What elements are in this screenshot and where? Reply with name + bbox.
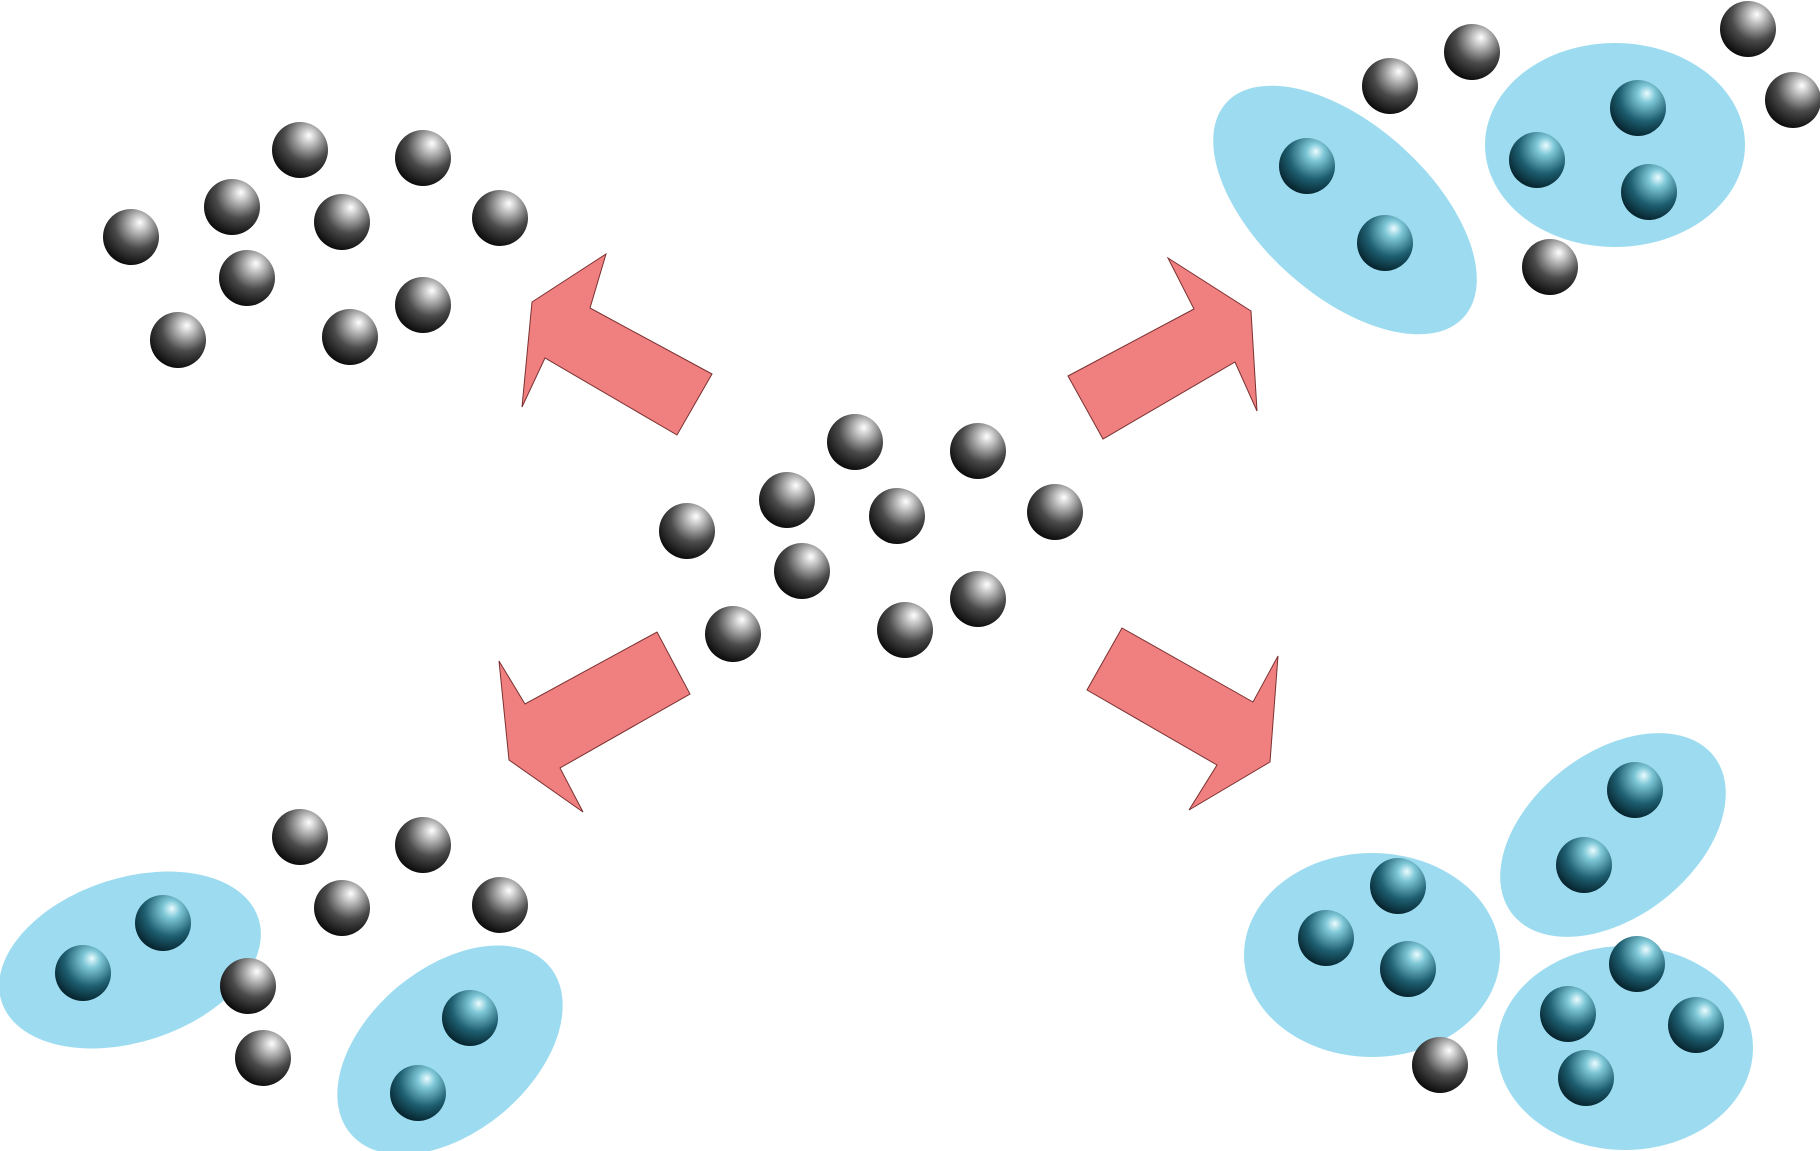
particle [869,488,925,544]
arrow-shape [1086,627,1279,811]
arrow-to-bottom-right [1086,627,1279,811]
grouped-particle [1610,80,1666,136]
particle [950,423,1006,479]
arrow-shape [521,252,713,436]
cluster-2 [1500,733,1726,937]
particle [272,122,328,178]
cluster-3 [1244,853,1500,1057]
grouped-particle [1380,941,1436,997]
particles-top-left [103,122,528,368]
grouped-particle [1668,997,1724,1053]
particle [395,130,451,186]
grouped-particle [1558,1050,1614,1106]
grouped-particle [1370,858,1426,914]
grouped-particle [1540,986,1596,1042]
particle [950,571,1006,627]
particle [272,809,328,865]
grouped-particle [1298,910,1354,966]
grouped-particle [442,990,498,1046]
particle [1362,58,1418,114]
particle [322,309,378,365]
particle [759,472,815,528]
grouped-particle [1609,936,1665,992]
particle [1720,1,1776,57]
grouped-particle [1556,837,1612,893]
cluster-3 [1485,43,1745,247]
particle [1027,484,1083,540]
grouped-particle [55,945,111,1001]
particle [314,194,370,250]
particle [1412,1037,1468,1093]
grouped-particle [1509,132,1565,188]
particles-top-right [1279,1,1820,295]
particle [395,817,451,873]
grouped-particle [1279,138,1335,194]
arrow-shape [498,631,691,813]
grouped-particle [1357,215,1413,271]
particle [220,958,276,1014]
particles-bottom-left [55,809,528,1121]
grouped-particle [1621,164,1677,220]
arrow-to-bottom-left [498,631,691,813]
particle [1444,24,1500,80]
particles-center [659,414,1083,662]
particle [150,312,206,368]
cluster-2 [0,871,261,1049]
particle [705,606,761,662]
clusters-top-right [1213,43,1745,335]
particle [103,209,159,265]
grouped-particle [390,1065,446,1121]
particles-bottom-right [1298,762,1724,1106]
particle [1522,239,1578,295]
particle [877,602,933,658]
grouped-particle [135,895,191,951]
particle [472,877,528,933]
particle [472,190,528,246]
particle [395,277,451,333]
particle [827,414,883,470]
arrow-to-top-right [1067,256,1258,440]
arrow-shape [1067,256,1258,440]
particle [1765,72,1820,128]
grouped-particle [1607,762,1663,818]
cluster-2 [1213,85,1477,335]
particle [659,503,715,559]
particle [314,880,370,936]
particle [235,1030,291,1086]
arrow-to-top-left [521,252,713,436]
particle [219,250,275,306]
particle [204,179,260,235]
particle [774,543,830,599]
